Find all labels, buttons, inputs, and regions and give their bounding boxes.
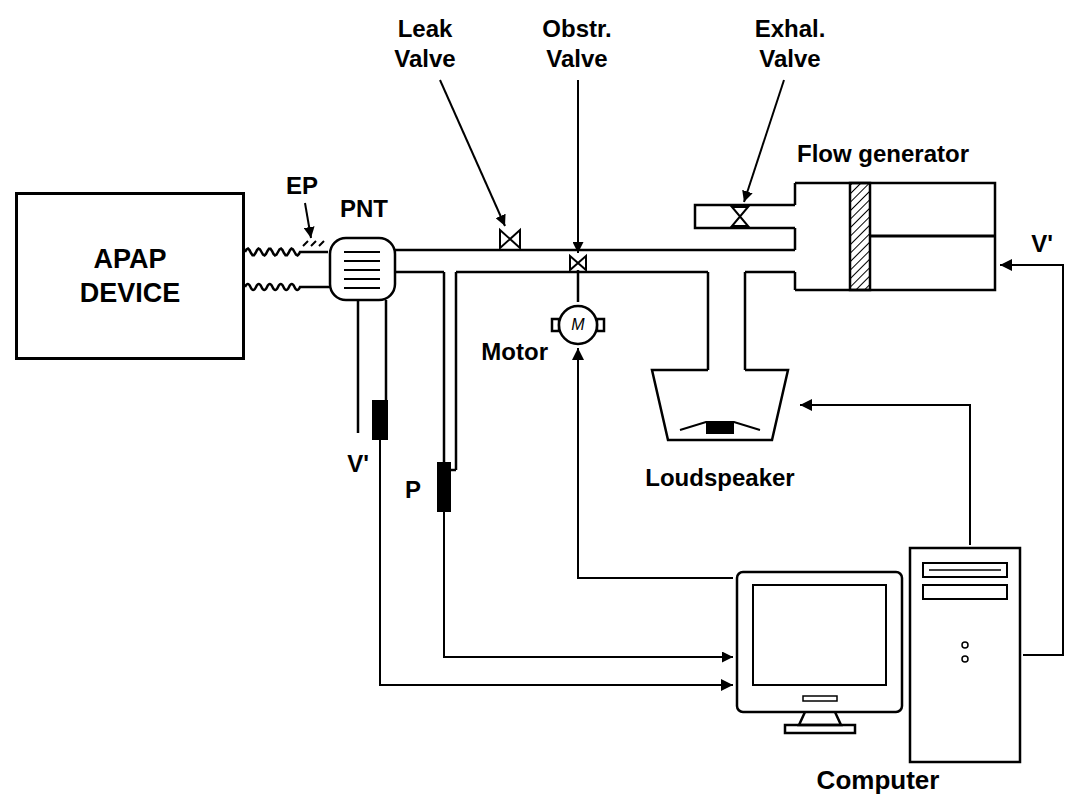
pnt-body — [330, 238, 395, 300]
leader-line — [305, 203, 311, 238]
pressure-signal-wire — [444, 512, 733, 657]
computer-icon: Computer — [733, 545, 1023, 795]
leader-line — [577, 80, 579, 253]
node-label: Computer — [733, 766, 1023, 794]
tower-led — [962, 656, 968, 662]
pnt-screen-line — [344, 287, 380, 289]
tower-case — [910, 548, 1020, 762]
node-label: Flow generator — [797, 140, 1000, 168]
valve-motor-shaft — [577, 270, 580, 302]
node-label: Loudspeaker — [640, 464, 800, 492]
part-label: Leak Valve — [383, 14, 467, 74]
pnt-screen-line — [344, 278, 380, 280]
leader-line — [440, 80, 505, 226]
drive-bay — [923, 585, 1007, 599]
pnt-screen-line — [344, 260, 380, 262]
loudspeaker-driver — [706, 422, 734, 434]
monitor-stand — [799, 712, 841, 725]
exhalation-valve-symbol — [732, 207, 748, 226]
signal-wire — [800, 405, 970, 545]
apap-device-box: APAP DEVICE — [15, 192, 245, 360]
tower-button — [962, 642, 968, 648]
main-tube-top-wall — [395, 249, 795, 252]
loudspeaker-symbol: Loudspeaker — [640, 368, 800, 496]
flow-generator-cylinder — [795, 183, 995, 290]
node-label: APAP DEVICE — [65, 242, 195, 310]
loudspeaker-branch-tube — [708, 272, 745, 370]
part-label: P — [398, 476, 428, 504]
part-label: Obstr. Valve — [535, 14, 619, 74]
hose-lower-wall — [245, 284, 330, 290]
drive-slot — [929, 569, 1001, 571]
exhalation-port-holes — [303, 241, 324, 246]
flow-generator: Flow generator — [795, 138, 1000, 293]
node-label: M — [552, 313, 604, 337]
monitor-button — [803, 696, 837, 701]
drive-bay — [923, 563, 1007, 577]
monitor-foot — [785, 725, 855, 733]
pnt-screen-line — [344, 251, 380, 253]
monitor-frame — [737, 572, 902, 712]
leader-line — [744, 80, 784, 202]
part-label: Exhal. Valve — [748, 14, 832, 74]
exhalation-pipe — [695, 205, 795, 228]
node-label: PNT — [328, 195, 400, 223]
flow-transducer — [372, 400, 388, 440]
obstruction-valve-symbol — [570, 256, 586, 270]
pnt-screen-line — [344, 269, 380, 271]
loudspeaker-housing — [652, 370, 788, 440]
motor-symbol: MMotor — [552, 302, 604, 348]
signal-label: V' — [343, 450, 373, 478]
node-label: Motor — [470, 338, 548, 366]
leak-valve-symbol — [500, 230, 520, 248]
pneumotachograph: PNT — [328, 195, 400, 440]
pneumotachograph-outline — [328, 195, 400, 440]
piston-rod — [870, 235, 995, 238]
hose-connector — [245, 249, 328, 256]
part-label: EP — [282, 172, 322, 200]
pressure-tap-tube — [444, 272, 456, 470]
piston — [850, 183, 870, 290]
monitor-screen — [753, 585, 886, 685]
computer-icon-outline — [733, 545, 1023, 795]
signal-label: V' — [1027, 230, 1057, 258]
pressure-transducer — [437, 462, 451, 512]
